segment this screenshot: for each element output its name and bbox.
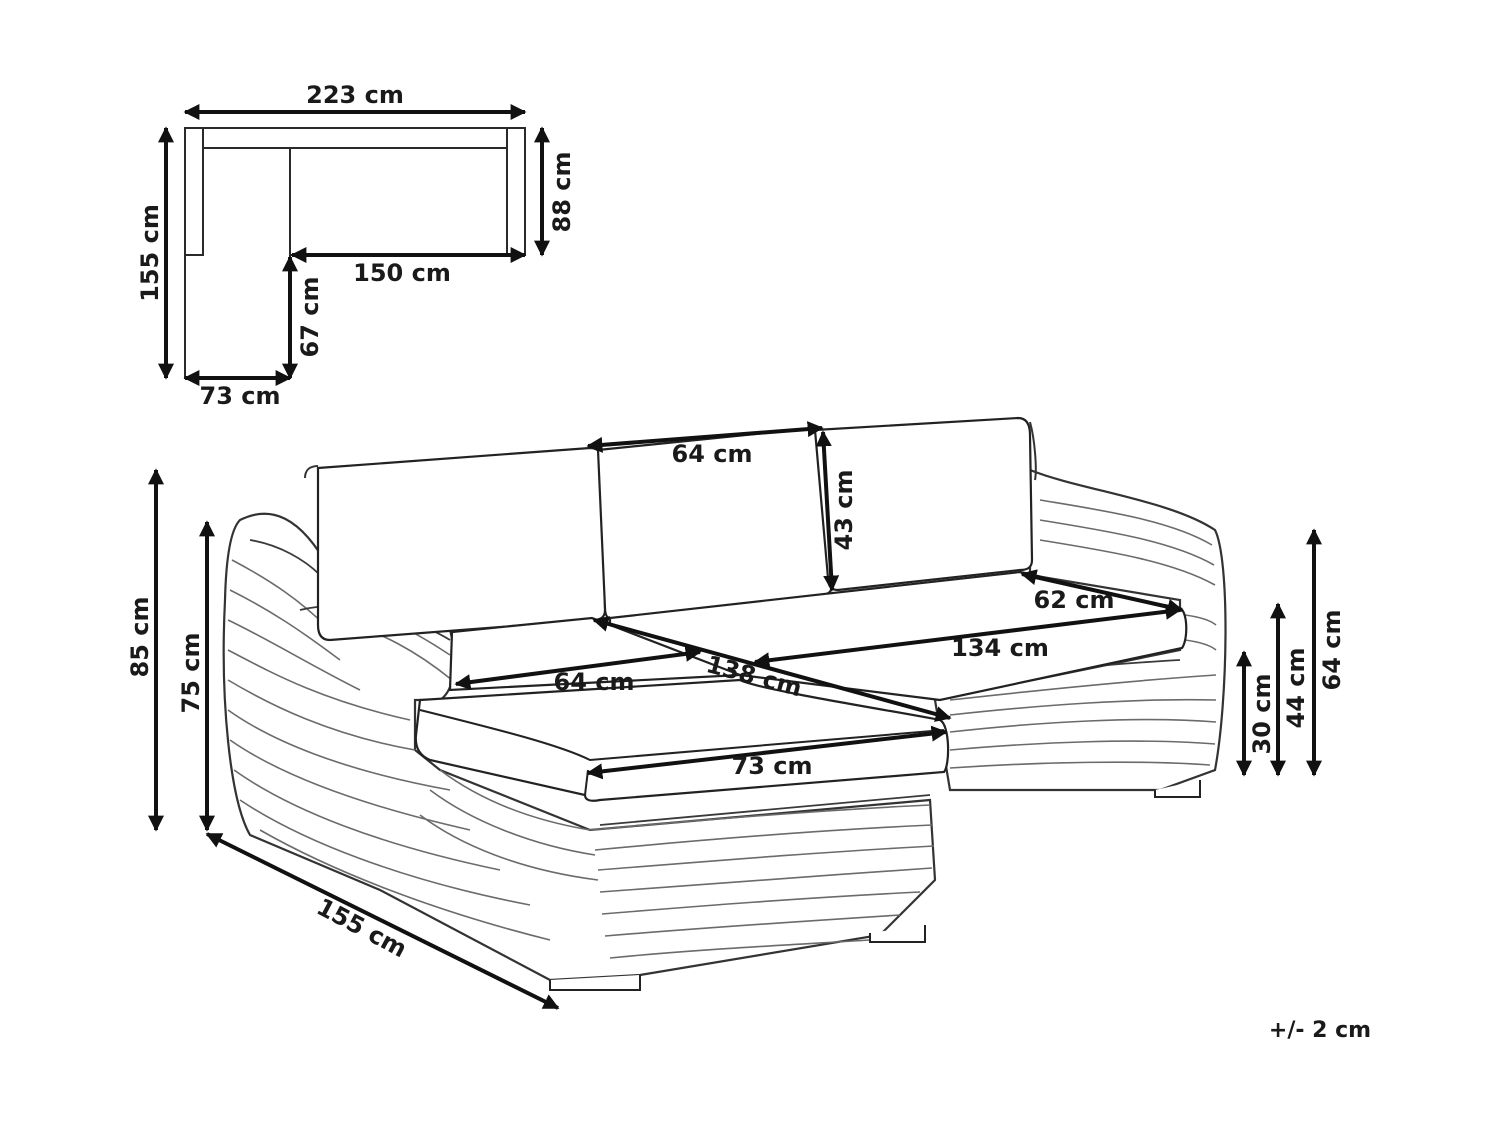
chaise-seat-depth-arrow	[454, 645, 702, 691]
seat-height-label: 44 cm	[1282, 648, 1310, 729]
plan-width-label: 223 cm	[306, 81, 404, 109]
sofa-drawing	[222, 416, 1227, 991]
seat-width-right-label: 134 cm	[951, 634, 1049, 662]
plan-back-line	[202, 128, 508, 149]
chaise-cushion-width-arrow	[586, 725, 948, 780]
seat-diagonal-arrow	[592, 616, 952, 722]
back-cushion-height-label: 43 cm	[830, 470, 858, 551]
right-foot	[1154, 780, 1201, 798]
plan-left-arm	[185, 148, 204, 256]
plan-depth-label: 155 cm	[136, 204, 164, 302]
plan-chaise-width-label: 73 cm	[200, 382, 281, 410]
chaise-length-arrow	[205, 832, 560, 1010]
back-cushion-height-arrow	[815, 430, 840, 592]
overall-height-label: 85 cm	[126, 597, 154, 678]
plan-chaise-ext-label: 67 cm	[296, 277, 324, 358]
right-body	[933, 468, 1227, 792]
back-cushion-width-arrow	[586, 421, 824, 453]
arm-height-right-label: 64 cm	[1318, 610, 1346, 691]
tolerance-note: +/- 2 cm	[1269, 1018, 1371, 1043]
chaise-cushion-width-label: 73 cm	[732, 752, 813, 780]
armrest-height-label: 75 cm	[177, 633, 205, 714]
back-rail	[304, 421, 1037, 481]
perspective-dimensions: 64 cm 43 cm 62 cm 134 cm 138 cm 64 cm 73…	[126, 421, 1346, 1010]
chaise-seat-depth-label: 64 cm	[554, 668, 635, 696]
plan-back-depth-label: 88 cm	[548, 152, 576, 233]
back-cushion-width-label: 64 cm	[672, 440, 753, 468]
leg-to-seat-height-label: 30 cm	[1248, 674, 1276, 755]
back-cushion-left	[316, 446, 607, 642]
chaise-foot-right	[869, 925, 926, 943]
plan-view: 223 cm 155 cm 88 cm 150 cm 67 cm 73 cm	[136, 81, 576, 410]
plan-inner-length-label: 150 cm	[353, 259, 451, 287]
seat-depth-right-label: 62 cm	[1034, 586, 1115, 614]
